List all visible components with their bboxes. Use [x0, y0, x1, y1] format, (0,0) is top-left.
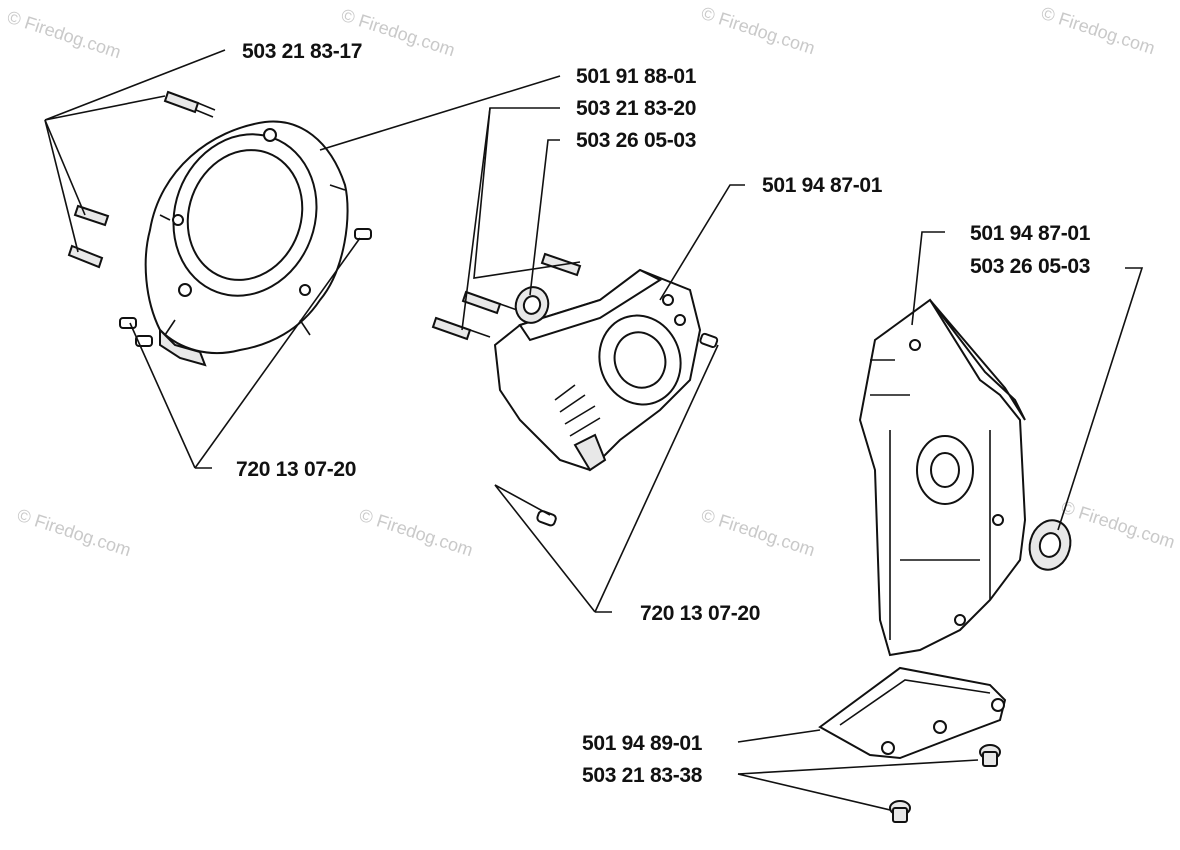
part-number-label: 720 13 07-20 — [236, 458, 356, 481]
part-number-label: 503 21 83-38 — [582, 764, 703, 787]
part-number-label: 501 94 87-01 — [970, 222, 1091, 245]
cylinder-housing-part — [144, 120, 349, 367]
watermark: © Firedog.com — [357, 505, 476, 561]
part-number-labels: 503 21 83-17 501 91 88-01 503 21 83-20 5… — [236, 40, 1091, 787]
part-number-label: 501 91 88-01 — [576, 65, 697, 88]
crankcase-half-part — [493, 268, 702, 472]
watermark: © Firedog.com — [699, 3, 818, 59]
seal-part — [1028, 519, 1072, 571]
part-number-label: 501 94 89-01 — [582, 732, 703, 755]
part-number-label: 503 21 83-20 — [576, 97, 696, 120]
leader-lines-bottom — [737, 729, 979, 811]
dowel-pin-part — [119, 228, 372, 347]
leader-lines-right — [911, 231, 1144, 531]
watermark: © Firedog.com — [1039, 3, 1158, 59]
part-number-label: 501 94 87-01 — [762, 174, 883, 197]
bracket-part — [818, 666, 1007, 760]
watermark: © Firedog.com — [1059, 497, 1178, 553]
part-number-label: 503 26 05-03 — [576, 129, 696, 152]
seal-part — [514, 286, 550, 324]
leader-lines-center — [461, 107, 745, 613]
watermark: © Firedog.com — [15, 505, 134, 561]
watermark: © Firedog.com — [5, 7, 124, 63]
crankcase-right-part — [858, 298, 1027, 657]
part-number-label: 503 21 83-17 — [242, 40, 362, 63]
screw-part — [889, 744, 1001, 823]
dowel-pin-part — [536, 332, 719, 527]
part-number-label: 503 26 05-03 — [970, 255, 1090, 278]
leader-lines-left — [44, 49, 561, 469]
watermark: © Firedog.com — [699, 505, 818, 561]
part-number-label: 720 13 07-20 — [640, 602, 760, 625]
screw-part — [431, 252, 582, 341]
